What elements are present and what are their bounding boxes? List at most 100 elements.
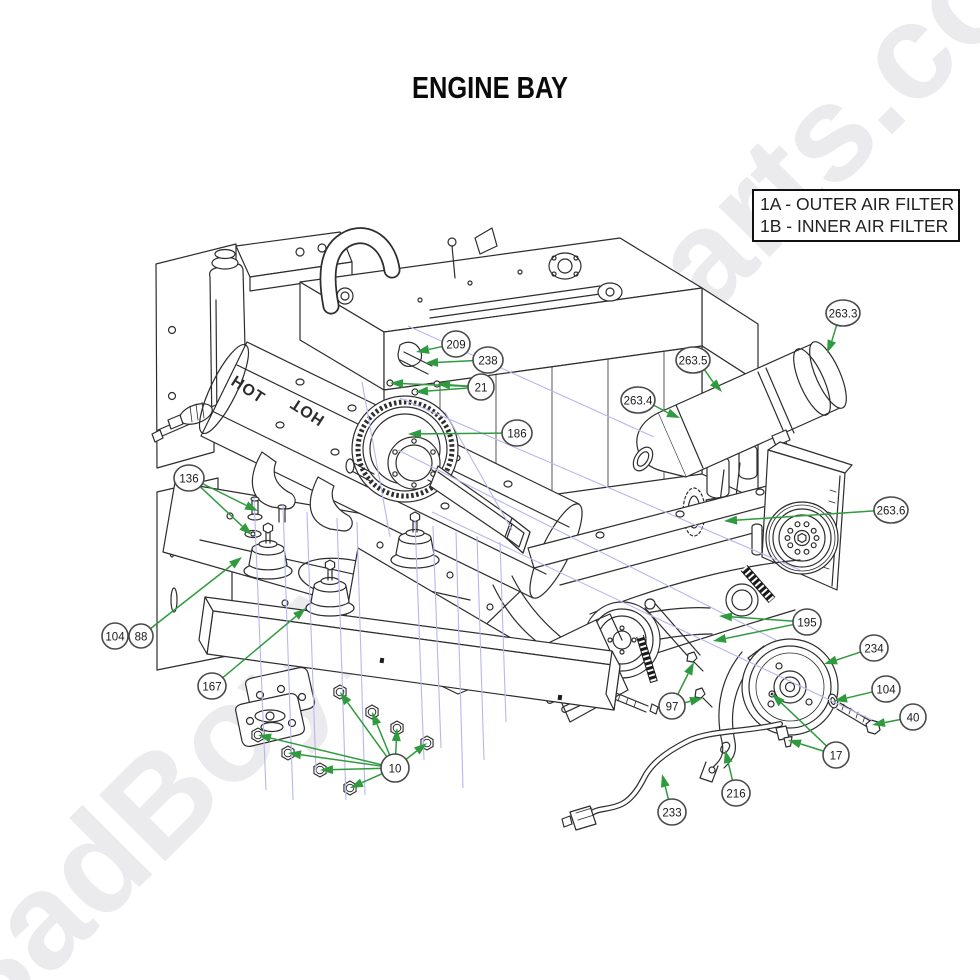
alignment-guides <box>253 325 873 801</box>
callout-bubble[interactable] <box>721 779 751 807</box>
leader-lines <box>149 324 901 800</box>
leader-arrowhead <box>425 357 439 367</box>
callout-bubble[interactable] <box>658 692 686 720</box>
callout-bubble[interactable] <box>101 622 129 650</box>
leader-arrowhead <box>390 379 404 389</box>
callout-number: 233 <box>662 807 681 819</box>
callout-97[interactable]: 97 <box>658 692 686 720</box>
chassis-plate <box>751 441 853 591</box>
callout-number: 21 <box>475 382 488 394</box>
leader-arrowhead <box>320 765 334 775</box>
callout-bubble[interactable] <box>197 672 227 700</box>
callout-88[interactable]: 88 <box>128 623 154 649</box>
callout-bubble[interactable] <box>128 623 154 649</box>
leader-line <box>347 702 388 758</box>
leader-arrowhead <box>340 692 352 706</box>
leader-line <box>684 700 691 704</box>
callout-263.5[interactable]: 263.5 <box>675 346 711 374</box>
leader-line <box>420 432 503 435</box>
callout-10[interactable]: 10 <box>380 753 410 783</box>
callout-186[interactable]: 186 <box>501 419 533 447</box>
callout-263.6[interactable]: 263.6 <box>873 496 909 524</box>
callout-number: 10 <box>389 763 402 775</box>
engine-mounts <box>243 379 441 617</box>
callout-bubble[interactable] <box>380 753 410 783</box>
callout-216[interactable]: 216 <box>721 779 751 807</box>
callout-bubble[interactable] <box>825 299 861 327</box>
callout-bubble[interactable] <box>873 496 909 524</box>
leader-arrowhead <box>288 750 302 760</box>
callout-number: 97 <box>666 701 679 713</box>
callout-21[interactable]: 21 <box>467 373 495 401</box>
leader-line <box>727 762 734 781</box>
leader-arrowhead <box>437 380 451 390</box>
leader-line <box>800 743 824 752</box>
air-filter-legend: 1A - OUTER AIR FILTER 1B - INNER AIR FIL… <box>752 189 960 242</box>
callout-number: 40 <box>907 712 920 724</box>
callout-104[interactable]: 104 <box>871 675 901 703</box>
flange-nut-hole <box>345 783 355 793</box>
leader-line <box>449 384 469 387</box>
clutch-assembly <box>699 638 839 783</box>
callout-number: 238 <box>478 355 497 367</box>
callout-104[interactable]: 104 <box>101 622 129 650</box>
leader-arrowhead <box>239 522 252 535</box>
callout-number: 263.4 <box>624 395 653 407</box>
fuel-primer-line <box>151 397 235 443</box>
callout-bubble[interactable] <box>173 464 205 492</box>
leader-line <box>428 345 443 351</box>
leader-arrowhead <box>788 739 802 749</box>
callout-233[interactable]: 233 <box>657 798 687 826</box>
leader-line <box>437 359 474 364</box>
callout-40[interactable]: 40 <box>899 703 927 731</box>
leader-arrowhead <box>872 718 886 727</box>
leader-arrowhead <box>660 774 670 788</box>
callout-bubble[interactable] <box>899 703 927 731</box>
leader-arrowhead <box>684 662 694 676</box>
leader-line <box>731 616 794 622</box>
callout-209[interactable]: 209 <box>441 330 471 358</box>
callout-167[interactable]: 167 <box>197 672 227 700</box>
leader-line <box>405 750 418 760</box>
leader-line <box>202 482 247 507</box>
callout-17[interactable]: 17 <box>822 741 850 769</box>
callout-238[interactable]: 238 <box>472 346 504 374</box>
leader-arrowhead <box>293 608 306 620</box>
callout-bubble[interactable] <box>657 798 687 826</box>
leader-line <box>361 773 383 784</box>
leader-arrowhead <box>372 712 382 726</box>
callout-bubble[interactable] <box>467 373 495 401</box>
callout-bubble[interactable] <box>675 346 711 374</box>
callout-number: 209 <box>446 339 465 351</box>
callout-bubble[interactable] <box>792 608 822 636</box>
leader-arrowhead <box>666 408 680 418</box>
leader-line <box>846 691 873 699</box>
leader-arrowhead <box>228 557 242 569</box>
callout-263.4[interactable]: 263.4 <box>620 386 656 414</box>
callout-bubble[interactable] <box>620 386 656 414</box>
leader-line <box>703 369 714 383</box>
callout-234[interactable]: 234 <box>859 634 889 662</box>
callout-195[interactable]: 195 <box>792 608 822 636</box>
callout-number: 263.3 <box>829 308 858 320</box>
callout-bubble[interactable] <box>501 419 533 447</box>
leader-arrowhead <box>413 743 427 755</box>
callout-bubble[interactable] <box>441 330 471 358</box>
leader-line <box>653 404 669 414</box>
callout-number: 263.6 <box>877 505 906 517</box>
leader-arrowhead <box>258 733 272 743</box>
callout-bubble[interactable] <box>822 741 850 769</box>
callout-bubble[interactable] <box>859 634 889 662</box>
callout-bubble[interactable] <box>871 675 901 703</box>
leader-line <box>199 486 243 527</box>
callout-263.3[interactable]: 263.3 <box>825 299 861 327</box>
callout-136[interactable]: 136 <box>173 464 205 492</box>
flange-nut-hole <box>335 687 345 697</box>
wire-harness <box>561 721 783 831</box>
leader-line <box>736 510 875 521</box>
leader-arrowhead <box>719 612 733 622</box>
callout-number: 104 <box>876 684 896 696</box>
leader-line <box>394 740 398 755</box>
callout-bubble[interactable] <box>472 346 504 374</box>
